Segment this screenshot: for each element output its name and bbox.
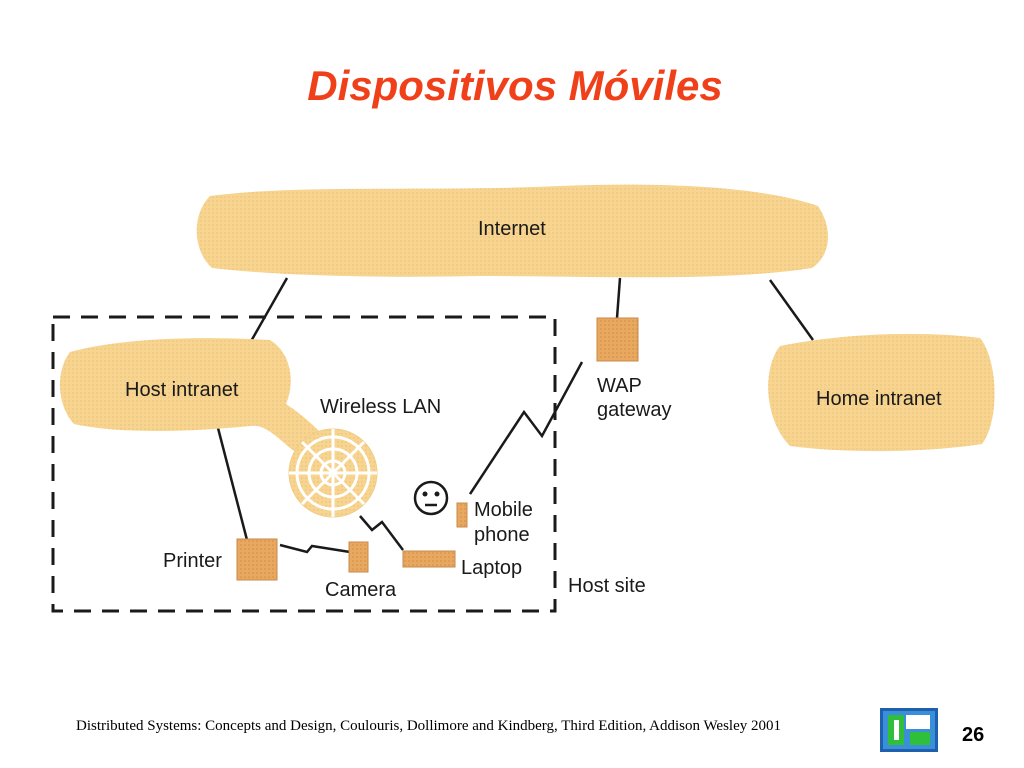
internet-label: Internet xyxy=(478,218,546,240)
host-site-boundary xyxy=(51,315,557,613)
host-intranet-cloud xyxy=(59,338,340,462)
printer-camera-wireless-link xyxy=(279,543,351,554)
wireless-lan-label: Wireless LAN xyxy=(320,396,441,418)
host-site-label: Host site xyxy=(568,575,646,597)
lan-laptop-wireless-link xyxy=(359,515,404,551)
camera-label: Camera xyxy=(325,579,397,601)
connection-lines xyxy=(216,277,815,554)
printer-device xyxy=(236,538,278,581)
user-face-icon xyxy=(413,480,449,516)
wap-gateway-device xyxy=(596,317,639,362)
institution-logo-icon xyxy=(880,708,938,752)
slide-title: Dispositivos Móviles xyxy=(307,62,723,109)
internet-wap-link xyxy=(615,277,622,319)
camera-device xyxy=(348,541,369,573)
wap-gateway-label-line2: gateway xyxy=(597,399,672,421)
mobile-phone-device xyxy=(456,502,468,528)
reference-citation: Distributed Systems: Concepts and Design… xyxy=(76,718,781,734)
home-intranet-label: Home intranet xyxy=(816,388,942,410)
home-intranet-cloud xyxy=(768,333,995,452)
internet-host-link xyxy=(248,277,289,344)
host-intranet-label: Host intranet xyxy=(125,379,239,401)
mobile-phone-label-line2: phone xyxy=(474,524,530,546)
laptop-label: Laptop xyxy=(461,557,522,579)
host-printer-link xyxy=(216,427,249,541)
wap-gateway-label-line1: WAP xyxy=(597,375,642,397)
laptop-device xyxy=(402,550,456,568)
internet-home-link xyxy=(768,279,815,341)
mobile-phone-label-line1: Mobile xyxy=(474,499,533,521)
wireless-lan-icon xyxy=(288,428,378,518)
page-number: 26 xyxy=(962,724,985,746)
wap-mobile-wireless-link xyxy=(468,361,584,495)
printer-label: Printer xyxy=(163,550,222,572)
internet-cloud xyxy=(196,184,829,278)
